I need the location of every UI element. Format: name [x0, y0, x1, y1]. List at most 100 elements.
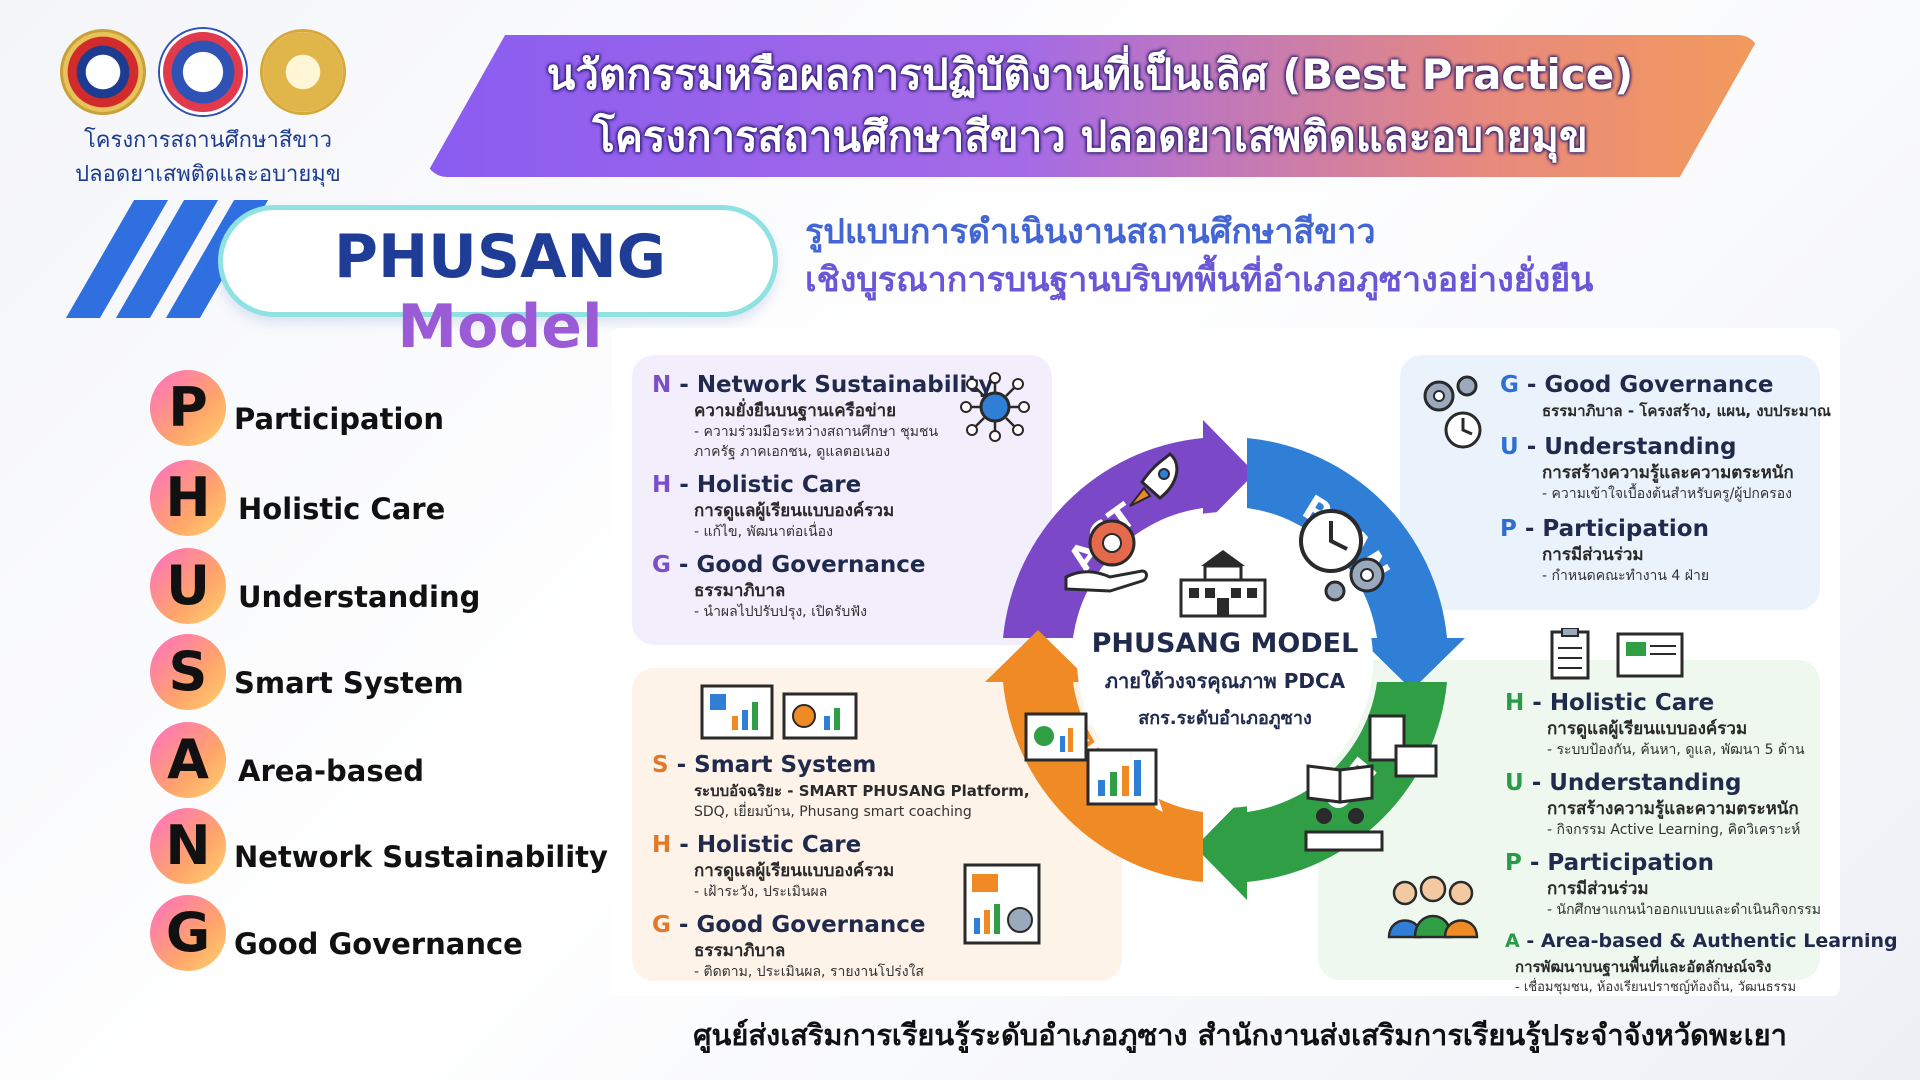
ministry-seal-logo [260, 29, 346, 115]
banner-line1: นวัตกรรมหรือผลการปฏิบัติงานที่เป็นเลิศ (… [546, 50, 1634, 99]
check-entry-s-sub: ระบบอัจฉริยะ - SMART PHUSANG Platform, [694, 782, 1030, 800]
do-entry-h-sub: การดูแลผู้เรียนแบบองค์รวม [1547, 719, 1748, 739]
banner-line2: โครงการสถานศึกษาสีขาว ปลอดยาเสพติดและอบา… [592, 112, 1588, 161]
act-entry-g-head: G - Good Governance [652, 552, 926, 578]
title-banner [425, 35, 1760, 177]
do-entry-h-line1: - ระบบป้องกัน, ค้นหา, ดูแล, พัฒนา 5 ด้าน [1547, 742, 1805, 758]
do-box-content: H - Holistic Care การดูแลผู้เรียนแบบองค์… [1505, 688, 1898, 998]
network-globe-icon [960, 372, 1030, 442]
clipboard-screen-icon [1550, 628, 1684, 680]
model-subtitle: รูปแบบการดำเนินงานสถานศึกษาสีขาว เชิงบูร… [805, 208, 1645, 304]
do-entry-u-sub: การสร้างความรู้และความตระหนัก [1547, 799, 1799, 819]
rocket-icon [1129, 451, 1179, 507]
plan-entry-g-letter: G [1500, 372, 1519, 398]
do-arrow-head [1195, 794, 1247, 900]
check-arrow-head [985, 630, 1091, 682]
plan-entry-p-title: Participation [1542, 516, 1709, 542]
do-entry-u-letter: U [1505, 770, 1524, 796]
anti-drug-logo [160, 29, 246, 115]
act-entry-n-sub: ความยั่งยืนบนฐานเครือข่าย [694, 401, 897, 421]
check-entry-s-title: Smart System [694, 752, 877, 778]
act-arrow-head [1203, 420, 1255, 526]
letter-row-g: G Good Governance [150, 895, 590, 971]
check-entry-h-line1: - เฝ้าระวัง, ประเมินผล [694, 884, 828, 900]
report-dashboard-icon [963, 863, 1041, 945]
cycle-center [1077, 512, 1373, 808]
model-title-phusang: PHUSANG [333, 222, 667, 292]
letter-word: Holistic Care [238, 492, 446, 526]
act-entry-n-line2: ภาครัฐ ภาคเอกชน, ดูแลตอเนอง [694, 444, 891, 460]
check-entry-h-head: H - Holistic Care [652, 832, 862, 858]
check-entry-h-letter: H [652, 832, 672, 858]
letter-row-h: H Holistic Care [150, 460, 590, 536]
check-entry-s-head: S - Smart System [652, 752, 877, 778]
plan-entry-u-line1: - ความเข้าใจเบื้องต้นสำหรับครู/ผู้ปกครอง [1542, 486, 1792, 502]
check-entry-g-letter: G [652, 912, 671, 938]
check-entry-g-sub: ธรรมาภิบาล [694, 941, 786, 961]
do-entry-a-head: A - Area-based & Authentic Learning [1505, 930, 1898, 952]
letter-word: Smart System [234, 666, 464, 700]
letter-row-s: S Smart System [150, 634, 590, 710]
check-entry-h-sub: การดูแลผู้เรียนแบบองค์รวม [694, 861, 895, 881]
act-entry-h-title: Holistic Care [696, 472, 862, 498]
do-entry-h-head: H - Holistic Care [1505, 690, 1715, 716]
analytics-screens-icon [700, 684, 858, 740]
do-entry-u-head: U - Understanding [1505, 770, 1742, 796]
logo-caption: โครงการสถานศึกษาสีขาว ปลอดยาเสพติดและอบา… [48, 124, 368, 192]
letter-row-a: A Area-based [150, 722, 590, 798]
plan-entry-g-sub: ธรรมาภิบาล - โครงสร้าง, แผน, งบประมาณ [1542, 402, 1831, 420]
hand-gear-icon [1064, 519, 1148, 593]
dashboard-charts-icon [1024, 712, 1158, 806]
logo-caption-line1: โครงการสถานศึกษาสีขาว [83, 128, 333, 153]
letter-ball: H [150, 460, 226, 536]
center-subtitle-2: สกร.ระดับอำเภอภูซาง [1138, 708, 1312, 729]
plan-entry-u-title: Understanding [1544, 434, 1737, 460]
do-entry-h-title: Holistic Care [1549, 690, 1715, 716]
letter-ball: S [150, 634, 226, 710]
plan-entry-p-letter: P [1500, 516, 1517, 542]
act-entry-n-head: N - Network Sustainability [652, 372, 994, 398]
learning-materials-icon [1304, 714, 1438, 852]
do-entry-a-letter: A [1505, 930, 1520, 952]
school-emblem-logo [60, 29, 146, 115]
clock-gear-icon [1299, 509, 1385, 602]
do-entry-p-title: Participation [1547, 850, 1714, 876]
logo-caption-line2: ปลอดยาเสพติดและอบายมุข [75, 162, 341, 187]
act-entry-g-line1: - นำผลไปปรับปรุง, เปิดรับฟัง [694, 604, 867, 620]
act-entry-h-sub: การดูแลผู้เรียนแบบองค์รวม [694, 501, 895, 521]
school-building-icon [1179, 550, 1267, 618]
plan-entry-u-letter: U [1500, 434, 1519, 460]
letter-row-n: N Network Sustainability [150, 808, 608, 884]
letter-word: Understanding [238, 580, 481, 614]
letter-word: Area-based [238, 754, 425, 788]
model-title-model: Model [397, 292, 603, 362]
letter-row-p: P Participation [150, 370, 590, 446]
plan-entry-u-sub: การสร้างความรู้และความตระหนัก [1542, 463, 1794, 483]
check-entry-g-title: Good Governance [696, 912, 926, 938]
act-entry-n-line1: - ความร่วมมือระหว่างสถานศึกษา ชุมชน [694, 424, 939, 440]
check-entry-g-head: G - Good Governance [652, 912, 926, 938]
plan-arrow-head [1359, 638, 1465, 690]
check-entry-h-title: Holistic Care [696, 832, 862, 858]
gears-clock-icon [1423, 375, 1482, 449]
letter-word: Good Governance [234, 927, 523, 961]
plan-entry-u-head: U - Understanding [1500, 434, 1737, 460]
do-entry-h-letter: H [1505, 690, 1525, 716]
logo-group [60, 22, 350, 122]
plan-entry-g-head: G - Good Governance [1500, 372, 1774, 398]
do-entry-u-line1: - กิจกรรม Active Learning, คิดวิเคราะห์ [1547, 822, 1801, 838]
letter-row-u: U Understanding [150, 548, 590, 624]
letter-ball: P [150, 370, 226, 446]
plan-entry-p-line1: - กำหนดคณะทำงาน 4 ฝ่าย [1542, 568, 1710, 584]
center-title: PHUSANG MODEL [1091, 628, 1359, 659]
act-entry-h-head: H - Holistic Care [652, 472, 862, 498]
letter-ball: N [150, 808, 226, 884]
do-entry-p-line1: - นักศึกษาแกนนำออกแบบและดำเนินกิจกรรม [1547, 902, 1822, 918]
model-subtitle-line1: รูปแบบการดำเนินงานสถานศึกษาสีขาว [805, 212, 1376, 252]
model-title: PHUSANG Model [240, 222, 760, 362]
people-group-icon [1387, 875, 1479, 939]
plan-entry-g-title: Good Governance [1544, 372, 1774, 398]
banner-text: นวัตกรรมหรือผลการปฏิบัติงานที่เป็นเลิศ (… [450, 44, 1730, 168]
center-subtitle: ภายใต้วงจรคุณภาพ PDCA [1104, 669, 1346, 693]
act-entry-h-line1: - แก้ไข, พัฒนาต่อเนื่อง [694, 524, 833, 540]
